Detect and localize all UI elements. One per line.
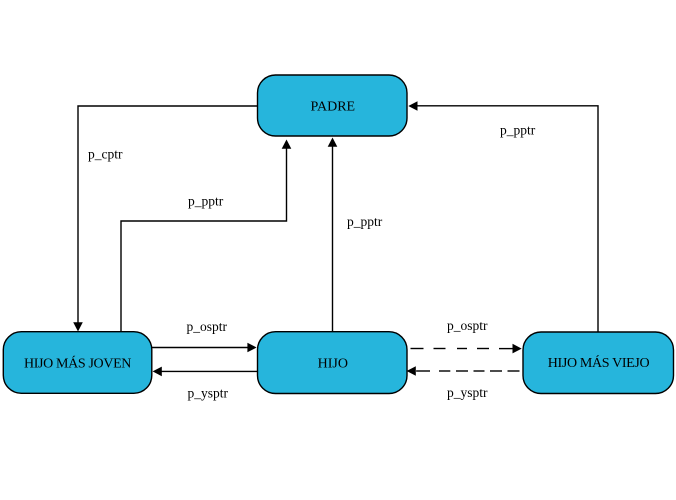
svg-text:p_ysptr: p_ysptr bbox=[447, 385, 488, 400]
svg-text:p_cptr: p_cptr bbox=[88, 147, 123, 162]
svg-text:p_ysptr: p_ysptr bbox=[188, 386, 229, 401]
svg-text:p_osptr: p_osptr bbox=[447, 318, 488, 333]
svg-text:HIJO: HIJO bbox=[318, 356, 348, 371]
svg-text:HIJO MÁS VIEJO: HIJO MÁS VIEJO bbox=[548, 354, 650, 371]
svg-text:PADRE: PADRE bbox=[310, 100, 355, 115]
svg-text:p_pptr: p_pptr bbox=[188, 194, 224, 209]
svg-text:HIJO MÁS JOVEN: HIJO MÁS JOVEN bbox=[24, 354, 131, 371]
svg-text:p_pptr: p_pptr bbox=[347, 214, 383, 229]
svg-text:p_pptr: p_pptr bbox=[500, 123, 536, 138]
svg-text:p_osptr: p_osptr bbox=[187, 319, 228, 334]
